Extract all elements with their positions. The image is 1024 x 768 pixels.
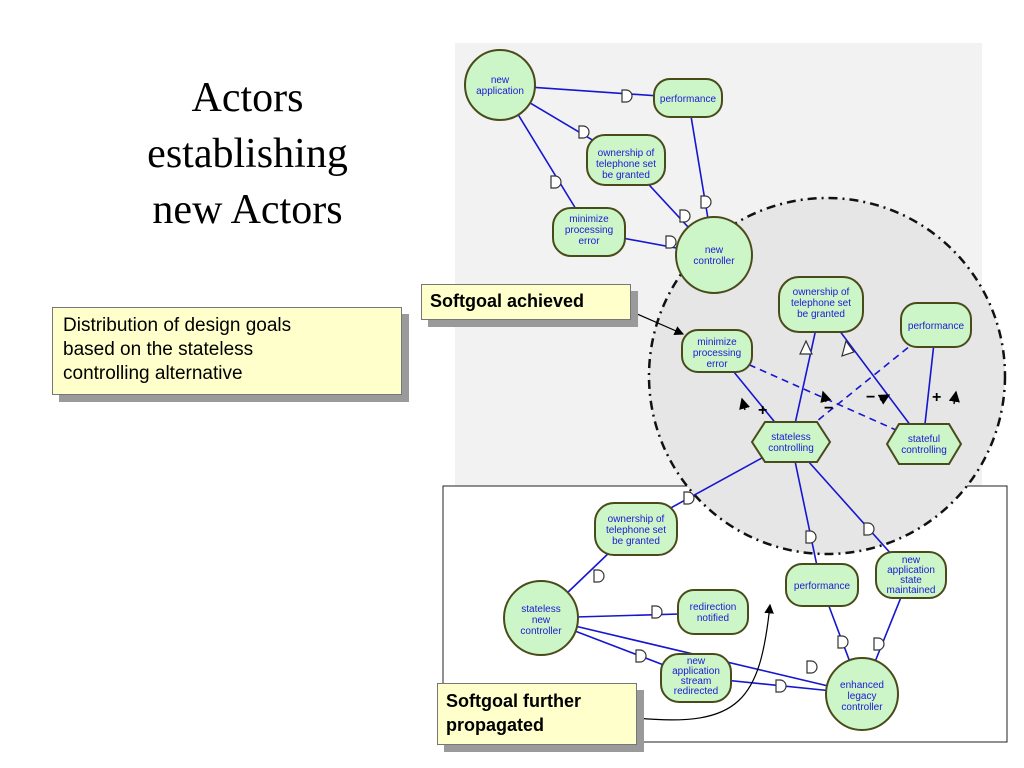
node-label: notified <box>697 613 729 624</box>
node-label: new <box>902 555 921 566</box>
node-label: stateless <box>521 604 560 615</box>
node-label: telephone set <box>606 525 666 536</box>
callout-line: Softgoal further <box>446 691 581 711</box>
callout-connectors <box>627 309 774 721</box>
node-label: new <box>687 656 706 667</box>
softgoal-achieved-callout: Softgoal achieved <box>421 284 631 320</box>
callout-line: controlling alternative <box>63 363 243 384</box>
node-label: ownership of <box>598 148 655 159</box>
callout-line: Distribution of design goals <box>63 315 292 336</box>
node-label: state <box>900 575 922 586</box>
node-label: controlling <box>768 443 814 454</box>
softgoal-node-performance-low[interactable]: performance <box>785 563 859 607</box>
node-label: be granted <box>612 536 660 547</box>
contribution-sign: − <box>866 389 875 406</box>
title-line: new Actors <box>152 187 343 233</box>
contribution-markers <box>739 390 960 411</box>
node-label: new <box>705 245 724 256</box>
softgoal-propagated-callout: Softgoal further propagated <box>437 683 637 745</box>
node-label: controller <box>693 256 735 267</box>
contribution-sign: + <box>758 402 767 419</box>
node-label: minimize <box>697 337 737 348</box>
node-label: stream <box>681 676 712 687</box>
node-label: redirected <box>674 686 718 697</box>
node-label: maintained <box>887 585 936 596</box>
node-label: performance <box>794 581 851 592</box>
contribution-sign: + <box>932 389 941 406</box>
node-label: application <box>887 565 935 576</box>
node-label: application <box>672 666 720 677</box>
node-label: stateful <box>908 434 940 445</box>
node-label: stateless <box>771 432 810 443</box>
node-label: controller <box>841 702 883 713</box>
node-label: processing <box>693 348 741 359</box>
callout-line: based on the stateless <box>63 339 254 360</box>
node-label: performance <box>660 94 717 105</box>
node-label: processing <box>565 225 613 236</box>
title-line: Actors <box>191 75 304 121</box>
callout-line: Softgoal achieved <box>430 291 585 311</box>
node-label: controller <box>520 626 562 637</box>
node-label: be granted <box>797 309 845 320</box>
node-label: application <box>476 86 524 97</box>
node-label: ownership of <box>793 287 850 298</box>
node-label: telephone set <box>596 159 656 170</box>
node-label: error <box>578 236 600 247</box>
node-label: minimize <box>569 214 609 225</box>
dependency-markers <box>550 89 885 693</box>
softgoal-node-performance-mid[interactable]: performance <box>900 302 972 348</box>
distribution-callout: Distribution of design goals based on th… <box>52 307 402 395</box>
node-label: legacy <box>848 691 877 702</box>
node-label: error <box>706 359 728 370</box>
node-label: new <box>532 615 551 626</box>
node-label: controlling <box>901 445 947 456</box>
title-line: establishing <box>147 131 348 177</box>
node-label: performance <box>908 321 965 332</box>
node-label: telephone set <box>791 298 851 309</box>
softgoal-node-performance-top[interactable]: performance <box>653 78 723 118</box>
callout-line: propagated <box>446 715 545 735</box>
slide-title: Actors establishing new Actors <box>95 70 400 238</box>
node-label: new <box>491 75 510 86</box>
node-label: redirection <box>690 602 737 613</box>
dashed-contributions <box>715 324 937 443</box>
means-ends-arrows <box>799 339 855 357</box>
node-label: enhanced <box>840 680 884 691</box>
node-label: ownership of <box>608 514 665 525</box>
node-label: be granted <box>602 170 650 181</box>
contribution-sign: − <box>824 400 833 417</box>
